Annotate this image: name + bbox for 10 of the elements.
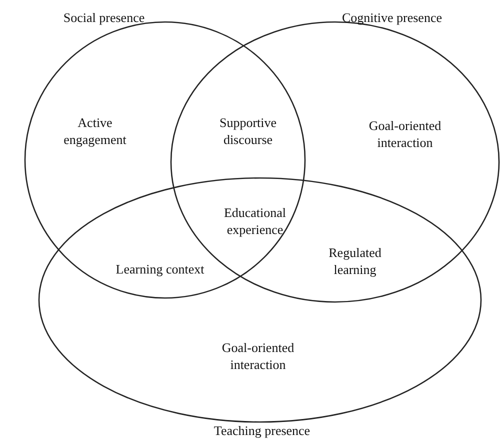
region-label: Regulated learning (328, 245, 382, 279)
region-label: Learning context (114, 262, 206, 278)
region-label: Supportive discourse (218, 115, 278, 149)
set-heading: Social presence (63, 10, 145, 26)
region-label: Goal-oriented interaction (220, 340, 296, 374)
set-heading: Teaching presence (214, 423, 310, 439)
region-label: Educational experience (222, 205, 288, 239)
set-heading: Cognitive presence (342, 10, 442, 26)
region-label: Active engagement (62, 115, 128, 149)
region-label: Goal-oriented interaction (368, 118, 442, 152)
